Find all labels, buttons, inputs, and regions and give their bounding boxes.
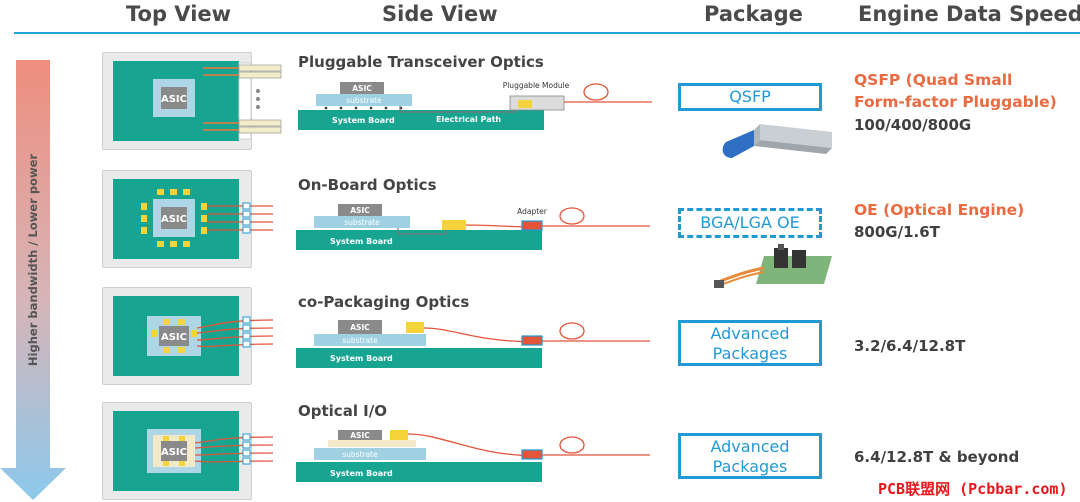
- substrate-label: substrate: [346, 96, 382, 105]
- top-view-optical-io: ASIC: [102, 402, 274, 500]
- side-view-title-optical-io: Optical I/O: [298, 402, 387, 420]
- watermark: PCB联盟网 (Pcbbar.com): [878, 480, 1068, 498]
- package-line-1: Advanced: [710, 437, 790, 456]
- bandwidth-axis-label: Higher bandwidth / Lower power: [26, 153, 40, 367]
- system-board-label: System Board: [332, 116, 395, 125]
- electrical-path-label: Electrical Path: [436, 115, 501, 124]
- side-view-co-packaging: System Board substrate ASIC: [296, 320, 650, 368]
- speed-name-qsfp-line2: Form-factor Pluggable): [854, 93, 1057, 111]
- header-divider: [14, 32, 1080, 34]
- speed-value-optical-io: 6.4/12.8T & beyond: [854, 448, 1020, 466]
- asic-label: ASIC: [350, 206, 370, 215]
- qsfp-module-image: [722, 124, 832, 158]
- speed-name-oe: OE (Optical Engine): [854, 201, 1025, 219]
- top-view-co-packaging-drawing: ASIC: [147, 316, 274, 356]
- top-view-on-board-drawing: ASIC: [141, 189, 273, 247]
- substrate-label: substrate: [342, 450, 378, 459]
- speed-value-on-board: 800G/1.6T: [854, 223, 940, 241]
- header-package: Package: [704, 2, 803, 26]
- side-view-title-on-board: On-Board Optics: [298, 176, 437, 194]
- top-view-co-packaging: ASIC: [102, 287, 274, 385]
- side-view-pluggable: System Board Electrical Path substrate A…: [298, 81, 652, 130]
- package-box-qsfp: QSFP: [678, 83, 822, 111]
- speed-value-pluggable: 100/400/800G: [854, 116, 972, 134]
- substrate-label: substrate: [342, 336, 378, 345]
- package-box-advanced-cpo: Advanced Packages: [678, 320, 822, 366]
- top-view-on-board: ASIC: [102, 170, 273, 268]
- system-board-label: System Board: [330, 354, 393, 363]
- top-view-asic-label: ASIC: [161, 214, 187, 225]
- header-side-view: Side View: [382, 2, 498, 26]
- top-view-asic-label: ASIC: [161, 94, 187, 105]
- asic-label: ASIC: [352, 84, 372, 93]
- package-line-2: Packages: [712, 457, 788, 476]
- header-engine-data-speed: Engine Data Speed: [858, 2, 1080, 26]
- system-board-label: System Board: [330, 237, 393, 246]
- package-box-advanced-optical-io: Advanced Packages: [678, 433, 822, 479]
- package-box-bga-lga-oe: BGA/LGA OE: [678, 208, 822, 238]
- substrate-label: substrate: [344, 218, 380, 227]
- top-view-asic-label: ASIC: [161, 332, 187, 343]
- asic-label: ASIC: [350, 323, 370, 332]
- package-line-1: Advanced: [710, 324, 790, 343]
- optical-engine-image: [714, 244, 832, 288]
- system-board-label: System Board: [330, 469, 393, 478]
- bandwidth-arrow: [0, 60, 66, 500]
- top-view-pluggable: ASIC: [102, 52, 282, 150]
- top-view-asic-label: ASIC: [161, 447, 187, 458]
- asic-label: ASIC: [350, 431, 370, 440]
- speed-value-co-packaging: 3.2/6.4/12.8T: [854, 337, 966, 355]
- side-view-title-co-packaging: co-Packaging Optics: [298, 293, 470, 311]
- header-top-view: Top View: [126, 2, 232, 26]
- pluggable-module-label: Pluggable Module: [503, 81, 570, 90]
- speed-name-qsfp-line1: QSFP (Quad Small: [854, 71, 1013, 89]
- package-line-2: Packages: [712, 344, 788, 363]
- side-view-on-board: System Board substrate ASIC Adapter: [296, 204, 650, 250]
- top-view-optical-io-drawing: ASIC: [147, 429, 274, 473]
- side-view-title-pluggable: Pluggable Transceiver Optics: [298, 53, 544, 71]
- side-view-optical-io: System Board substrate ASIC: [296, 430, 650, 482]
- adapter-label: Adapter: [517, 207, 548, 216]
- top-view-pluggable-drawing: ASIC: [153, 62, 282, 140]
